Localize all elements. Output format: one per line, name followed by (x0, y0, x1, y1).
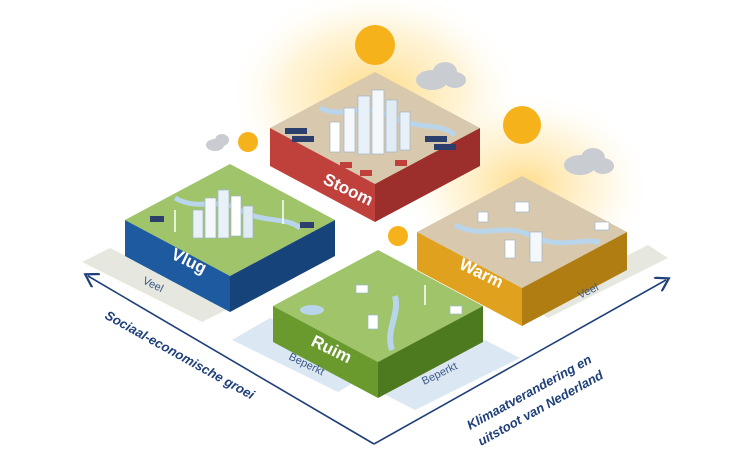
axis-left-title: Sociaal-economische groei (103, 308, 258, 403)
axis-left-arrow (88, 276, 375, 445)
sun-icon (238, 132, 258, 152)
axis-right-arrow (373, 280, 666, 445)
sun-icon (388, 226, 408, 246)
cloud-icon (206, 134, 229, 151)
sun-icon (503, 106, 541, 144)
ground-tile-right-low (380, 340, 520, 410)
ground-tile-left-high (82, 248, 230, 322)
scenario-block-warm: Warm (417, 176, 627, 326)
scenario-block-ruim: Ruim (273, 250, 483, 398)
sun-icon (355, 25, 395, 65)
cloud-icon (564, 148, 614, 175)
scenario-block-vlug: Vlug (125, 164, 335, 312)
scenario-block-stoom: Stoom (270, 72, 480, 222)
cloud-icon (416, 62, 466, 90)
